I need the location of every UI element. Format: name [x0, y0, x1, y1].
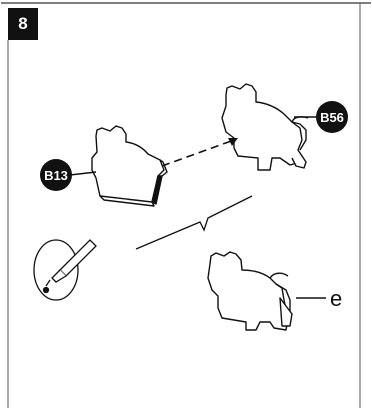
placement-arrow: [161, 138, 238, 167]
split-transition-line: [135, 195, 253, 250]
piece-e: [207, 251, 293, 331]
label-b13: B13: [40, 159, 97, 191]
step-number-badge: 8: [8, 8, 38, 40]
piece-b13: [91, 125, 168, 207]
label-b56: B56: [294, 101, 348, 133]
label-b56-text: B56: [320, 110, 344, 125]
label-b13-text: B13: [44, 168, 68, 183]
glue-bottle-icon: [33, 239, 97, 301]
piece-b56: [221, 83, 309, 171]
label-e: e: [296, 286, 342, 311]
label-e-text: e: [330, 286, 342, 311]
